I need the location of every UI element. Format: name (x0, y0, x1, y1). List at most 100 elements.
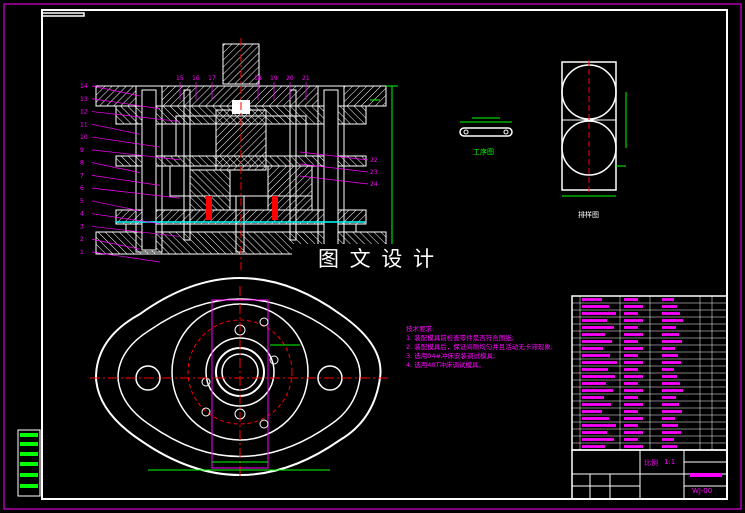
bom-cell-mark (662, 340, 682, 343)
bom-cell-mark (662, 368, 674, 371)
bom-cell-mark (624, 389, 643, 392)
leader-line (91, 175, 161, 186)
bom-cell-mark (662, 410, 682, 413)
drawing-number: WJ-00 (692, 487, 713, 495)
bom-cell-mark (624, 445, 643, 448)
top-tab-mark (41, 12, 85, 17)
bom-cell-mark (582, 319, 607, 322)
bom-cell-mark (662, 298, 674, 301)
bom-cell-mark (624, 347, 643, 350)
bom-cell-mark (582, 431, 607, 434)
bom-cell-mark (624, 319, 643, 322)
bom-cell-mark (662, 389, 683, 392)
bom-cell-mark (624, 361, 643, 364)
technical-requirements: 技术要求: 1. 装配模具前检查零件是否符合图纸; 2. 装配模具后，保证间隙均… (406, 325, 566, 370)
bom-cell-mark (582, 424, 616, 427)
bom-cell-mark (582, 305, 609, 308)
part-number-top: 15 (176, 75, 184, 82)
bom-cell-mark (582, 410, 602, 413)
leader-line (91, 162, 141, 173)
part-number-left: 12 (80, 109, 88, 116)
bom-cell-mark (582, 312, 616, 315)
bom-cell-mark (662, 305, 677, 308)
bom-cell-mark (662, 403, 679, 406)
leader-line (299, 175, 369, 185)
bom-cell-mark (662, 445, 677, 448)
tech-requirement-item: 2. 装配模具后，保证间隙均匀并且活动无卡滞现象; (406, 343, 553, 351)
bom-cell-mark (662, 424, 678, 427)
leader-line (91, 123, 141, 135)
part-number-left: 10 (80, 134, 88, 141)
part-number-top: 19 (270, 75, 278, 82)
leader-line (91, 187, 181, 199)
tech-requirement-item: 1. 装配模具前检查零件是否符合图纸; (406, 334, 514, 342)
bom-cell-mark (662, 417, 675, 420)
part-number-top: 21 (302, 75, 310, 82)
bom-cell-mark (582, 361, 617, 364)
bom-cell-mark (582, 445, 605, 448)
bom-cell-mark (624, 417, 643, 420)
part-number-left: 3 (80, 223, 84, 230)
part-number-left: 6 (80, 185, 84, 192)
tech-requirement-item: 3. 选用04#冲床安装调试模具; (406, 352, 496, 360)
bom-cell-mark (624, 298, 638, 301)
bom-cell-mark (662, 431, 681, 434)
bom-cell-mark (662, 333, 679, 336)
bom-cell-mark (624, 312, 638, 315)
part-number-top: 17 (208, 75, 216, 82)
bom-cell-mark (662, 347, 675, 350)
tech-requirements-heading: 技术要求: (406, 325, 435, 333)
leader-line (91, 200, 141, 212)
bom-cell-mark (582, 396, 604, 399)
strip-layout-label: 排样图 (578, 210, 599, 219)
part-number-left: 9 (80, 147, 84, 154)
part-number-left: 8 (80, 160, 84, 167)
bom-cell-mark (624, 438, 638, 441)
bom-cell-mark (624, 424, 638, 427)
die-plan-view (90, 277, 390, 478)
leader-line (299, 163, 369, 173)
part-number-right: 24 (370, 181, 378, 188)
part-number-left: 2 (80, 236, 84, 243)
title-scale: 1:1 (664, 458, 676, 466)
part-number-left: 7 (80, 172, 84, 179)
bom-cell-mark (582, 417, 609, 420)
outer-trim-border (3, 3, 742, 510)
leader-line (91, 111, 181, 122)
part-number-top: 18 (254, 75, 262, 82)
part-number-left: 14 (80, 83, 88, 90)
bom-cell-mark (582, 340, 612, 343)
leader-line (91, 213, 161, 225)
leader-line (91, 98, 161, 110)
part-number-top: 20 (286, 75, 294, 82)
bill-of-materials-table (571, 295, 728, 451)
bom-cell-mark (582, 333, 605, 336)
leader-line (299, 151, 369, 161)
bom-cell-mark (624, 431, 643, 434)
bom-cell-mark (662, 312, 680, 315)
leader-line (91, 226, 181, 237)
bom-cell-mark (662, 438, 674, 441)
part-view-label: 工序图 (473, 147, 494, 156)
bom-cell-mark (662, 375, 677, 378)
part-number-left: 1 (80, 249, 84, 256)
bom-cell-mark (582, 298, 602, 301)
leader-line (91, 85, 141, 97)
leader-line (91, 136, 161, 148)
leader-line (91, 238, 141, 250)
part-sketch (459, 117, 513, 137)
bom-cell-mark (582, 326, 614, 329)
bom-cell-mark (662, 326, 676, 329)
bom-cell-mark (662, 396, 676, 399)
strip-layout (561, 60, 627, 197)
part-number-left: 4 (80, 211, 84, 218)
tech-requirement-item: 4. 选用40T冲床调试模具。 (406, 361, 486, 369)
title-ratio-label: 比例 (644, 459, 658, 467)
leader-line (91, 149, 181, 161)
part-number-left: 11 (80, 121, 88, 128)
part-number-left: 5 (80, 198, 84, 205)
bom-cell-mark (624, 354, 638, 357)
